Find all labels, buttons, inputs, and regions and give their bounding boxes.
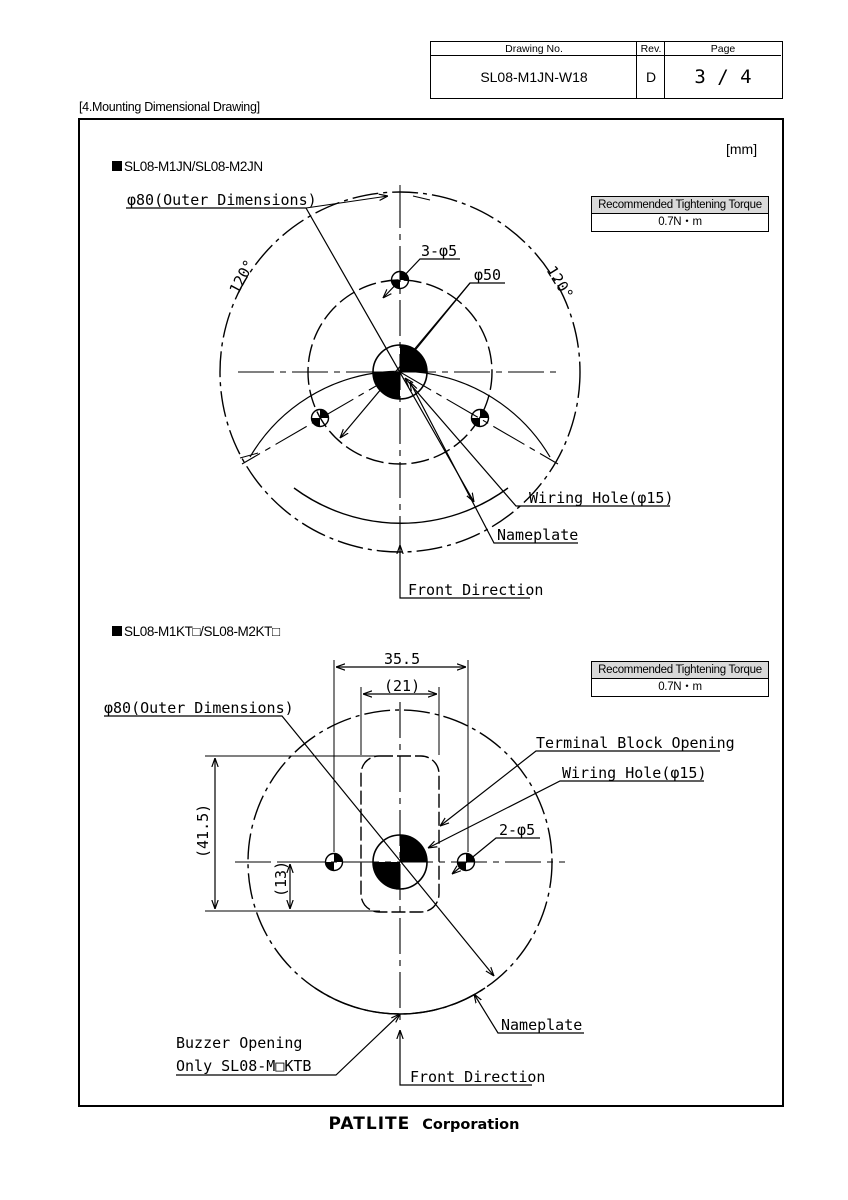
company-logo: PATLITE	[328, 1114, 411, 1134]
drawing-no: SL08-M1JN-W18	[480, 69, 588, 85]
footer: PATLITE Corporation	[0, 1114, 848, 1134]
torque-header: Recommended Tightening Torque	[592, 197, 768, 214]
buzzer-line1: Buzzer Opening	[176, 1034, 302, 1052]
holes-label: 3-φ5	[421, 242, 457, 260]
wiring-hole-label: Wiring Hole(φ15)	[562, 764, 707, 782]
bottom-drawing-labels: 35.5 (21) φ80(Outer Dimensions) Terminal…	[104, 650, 735, 1086]
model-text: SL08-M1JN/SL08-M2JN	[124, 159, 263, 174]
square-bullet-icon	[112, 161, 122, 171]
model-label-top: SL08-M1JN/SL08-M2JN	[112, 159, 263, 174]
dim-21-label: (21)	[384, 677, 420, 695]
nameplate-label: Nameplate	[501, 1016, 582, 1034]
square-bullet-icon	[112, 626, 122, 636]
model-text: SL08-M1KT□/SL08-M2KT□	[124, 624, 280, 639]
section-title: [4.Mounting Dimensional Drawing]	[79, 100, 260, 114]
mount-hole	[324, 852, 344, 872]
bottom-drawing	[104, 660, 720, 1086]
divider	[664, 42, 665, 98]
wiring-hole-label: Wiring Hole(φ15)	[529, 489, 674, 507]
page-label: Page	[665, 42, 781, 56]
buzzer-line2: Only SL08-M□KTB	[176, 1057, 311, 1075]
torque-header: Recommended Tightening Torque	[592, 662, 768, 679]
company-suffix: Corporation	[422, 1117, 520, 1133]
front-direction-label: Front Direction	[408, 581, 543, 599]
dim-35-5-label: 35.5	[384, 650, 420, 668]
angle-right-label: 120°	[543, 263, 577, 303]
angle-left-label: 120°	[226, 257, 259, 297]
dim-13-label: (13)	[272, 861, 290, 897]
rev-value: D	[645, 69, 657, 85]
drawing-no-label: Drawing No.	[431, 42, 637, 56]
mount-hole	[310, 408, 330, 428]
dim-41-5-label: (41.5)	[194, 804, 212, 858]
outer-dim-label: φ80(Outer Dimensions)	[104, 699, 294, 717]
terminal-label: Terminal Block Opening	[536, 734, 735, 752]
holes-label: 2-φ5	[499, 821, 535, 839]
torque-table-top: Recommended Tightening Torque 0.7N・m	[591, 196, 769, 232]
title-block: Drawing No. Rev. Page SL08-M1JN-W18 D 3 …	[430, 41, 783, 99]
rev-label: Rev.	[637, 42, 665, 56]
front-direction-label: Front Direction	[410, 1068, 545, 1086]
nameplate-label: Nameplate	[497, 526, 578, 544]
model-label-bottom: SL08-M1KT□/SL08-M2KT□	[112, 624, 280, 639]
mount-hole	[470, 408, 490, 428]
unit-label: [mm]	[726, 141, 758, 157]
outer-dim-label: φ80(Outer Dimensions)	[127, 191, 317, 209]
torque-value: 0.7N・m	[658, 681, 702, 693]
top-drawing	[126, 185, 670, 599]
pcd-label: φ50	[474, 266, 501, 284]
drawing-frame	[78, 118, 784, 1107]
nameplate-arc	[293, 487, 509, 524]
top-drawing-labels: φ80(Outer Dimensions) 3-φ5 φ50 120° 120°…	[127, 191, 674, 599]
torque-value: 0.7N・m	[658, 216, 702, 228]
torque-table-bottom: Recommended Tightening Torque 0.7N・m	[591, 661, 769, 697]
divider	[636, 42, 637, 98]
page-value: 3 / 4	[694, 66, 752, 88]
